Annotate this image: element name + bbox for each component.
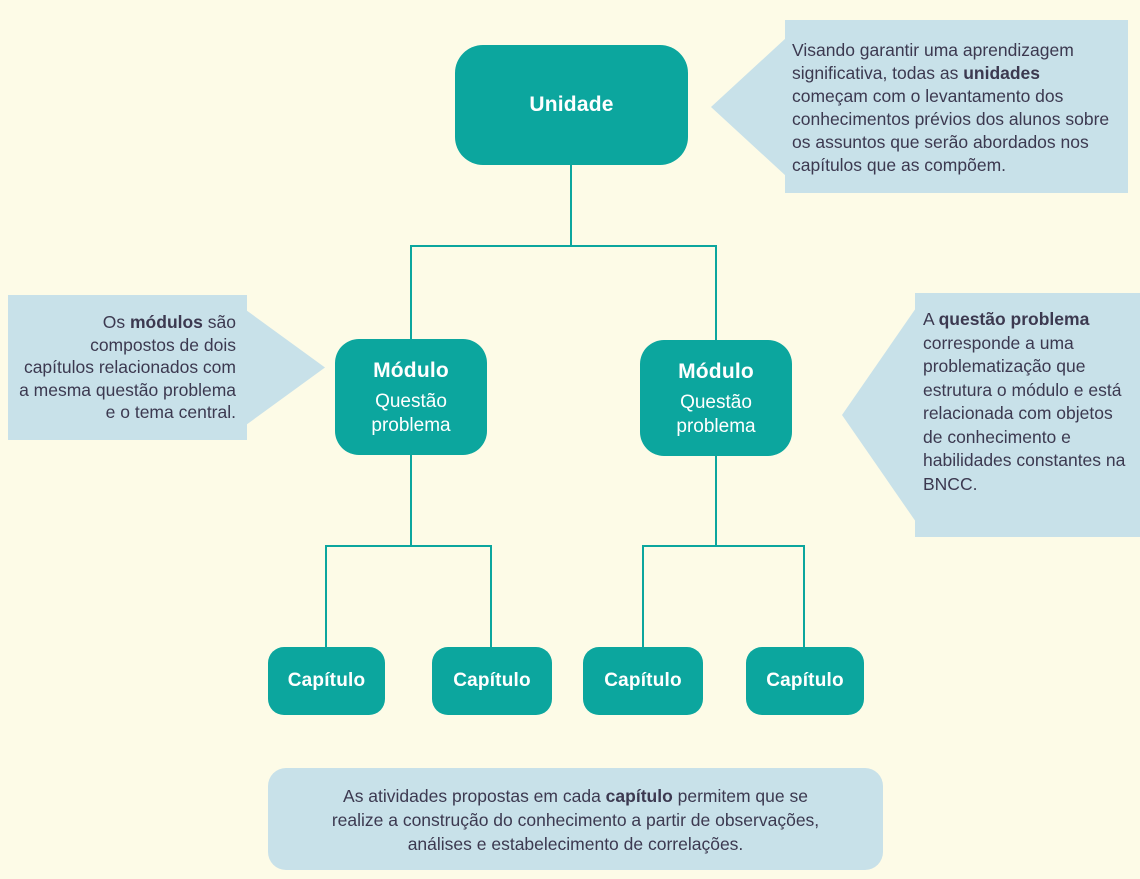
callout-unidade-note: Visando garantir uma aprendizagem signif…: [785, 20, 1128, 193]
capitulo-node: Capítulo: [583, 647, 703, 715]
connector-line: [715, 245, 717, 340]
callout-text: corresponde a uma problematização que es…: [923, 332, 1126, 494]
capitulo-node: Capítulo: [746, 647, 864, 715]
modulo-subtitle: Questão problema: [371, 391, 451, 436]
callout-text: Os: [102, 312, 130, 332]
connector-line: [410, 245, 717, 247]
callout-text: As atividades propostas em cada: [343, 786, 606, 806]
connector-line: [410, 453, 412, 546]
callout-text: Visando garantir uma aprendizagem signif…: [792, 40, 1074, 83]
callout-text-bold: unidades: [963, 63, 1041, 83]
connector-line: [642, 545, 644, 647]
callout-text-wrap: As atividades propostas em cada capítulo…: [330, 784, 822, 856]
connector-line: [570, 165, 572, 246]
callout-text: começam com o levantamento dos conhecime…: [792, 86, 1110, 175]
capitulo-node: Capítulo: [268, 647, 385, 715]
modulo-node-right: Módulo Questão problema: [640, 340, 792, 456]
connector-line: [715, 454, 717, 546]
capitulo-label: Capítulo: [287, 670, 366, 691]
capitulo-label: Capítulo: [766, 670, 844, 691]
unidade-node: Unidade: [455, 45, 688, 165]
connector-line: [325, 545, 492, 547]
callout-text: são compostos de dois capítulos relacion…: [19, 312, 236, 422]
callout-text-bold: módulos: [130, 312, 203, 332]
callout-modules-note: Os módulos são compostos de dois capítul…: [8, 295, 247, 440]
callout-arrow-right-icon: [246, 310, 325, 425]
capitulo-node: Capítulo: [432, 647, 552, 715]
callout-text-bold: capítulo: [605, 786, 673, 806]
unidade-label: Unidade: [529, 93, 614, 116]
callout-arrow-left-icon: [842, 308, 916, 522]
connector-line: [803, 545, 805, 647]
modulo-subtitle: Questão problema: [676, 392, 756, 437]
connector-line: [410, 245, 412, 339]
connector-line: [490, 545, 492, 647]
callout-text-bold: questão problema: [938, 309, 1090, 329]
modulo-title: Módulo: [678, 360, 754, 384]
capitulo-label: Capítulo: [453, 670, 531, 691]
callout-chapters-note: As atividades propostas em cada capítulo…: [268, 768, 883, 870]
callout-text: permitem que se realize a construção do …: [331, 786, 820, 854]
modulo-title: Módulo: [373, 359, 449, 383]
callout-text: A: [923, 309, 939, 329]
connector-line: [642, 545, 805, 547]
callout-question-note: A questão problema corresponde a uma pro…: [915, 293, 1140, 537]
connector-line: [325, 545, 327, 647]
callout-arrow-left-icon: [711, 38, 786, 176]
modulo-node-left: Módulo Questão problema: [335, 339, 487, 455]
capitulo-label: Capítulo: [604, 670, 682, 691]
